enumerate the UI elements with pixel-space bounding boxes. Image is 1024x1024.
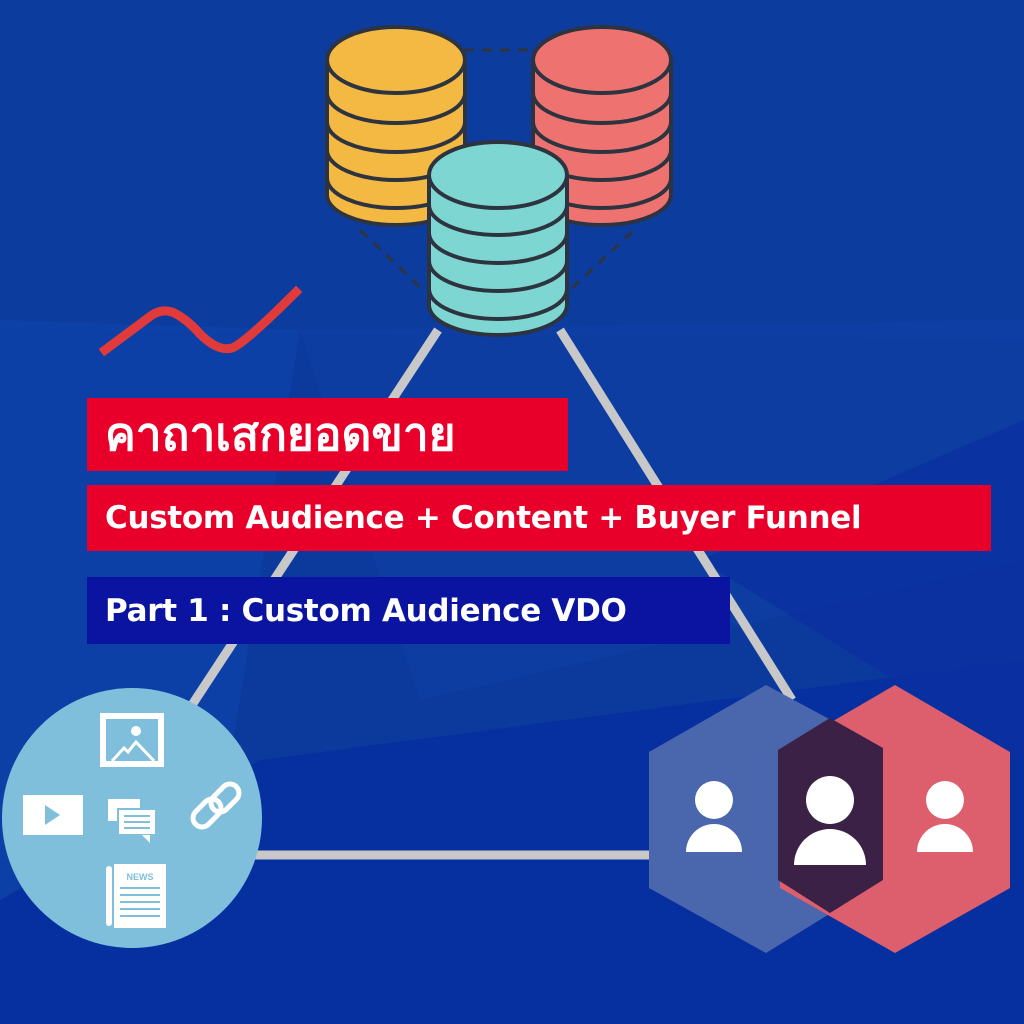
image-icon xyxy=(100,713,164,767)
subtitle-banner: Custom Audience + Content + Buyer Funnel xyxy=(87,485,991,551)
user-icon-center xyxy=(794,776,866,865)
squiggle-line xyxy=(98,285,303,357)
chat-icon xyxy=(108,799,157,843)
part-text: Part 1 : Custom Audience VDO xyxy=(105,592,627,629)
part-banner: Part 1 : Custom Audience VDO xyxy=(87,577,730,644)
audience-venn xyxy=(649,685,1010,953)
subtitle-text: Custom Audience + Content + Buyer Funnel xyxy=(105,500,862,536)
content-circle: NEWS xyxy=(2,688,262,948)
svg-text:NEWS: NEWS xyxy=(127,872,154,882)
link-icon xyxy=(190,781,242,830)
video-play-icon xyxy=(23,795,83,835)
user-icon-right xyxy=(917,781,973,852)
database-icon-teal xyxy=(427,140,569,337)
title-text: คาถาเสกยอดขาย xyxy=(105,407,456,461)
newspaper-icon: NEWS xyxy=(106,864,166,928)
database-dashes xyxy=(358,48,634,292)
title-banner: คาถาเสกยอดขาย xyxy=(87,398,568,471)
user-icon-left xyxy=(686,781,742,852)
